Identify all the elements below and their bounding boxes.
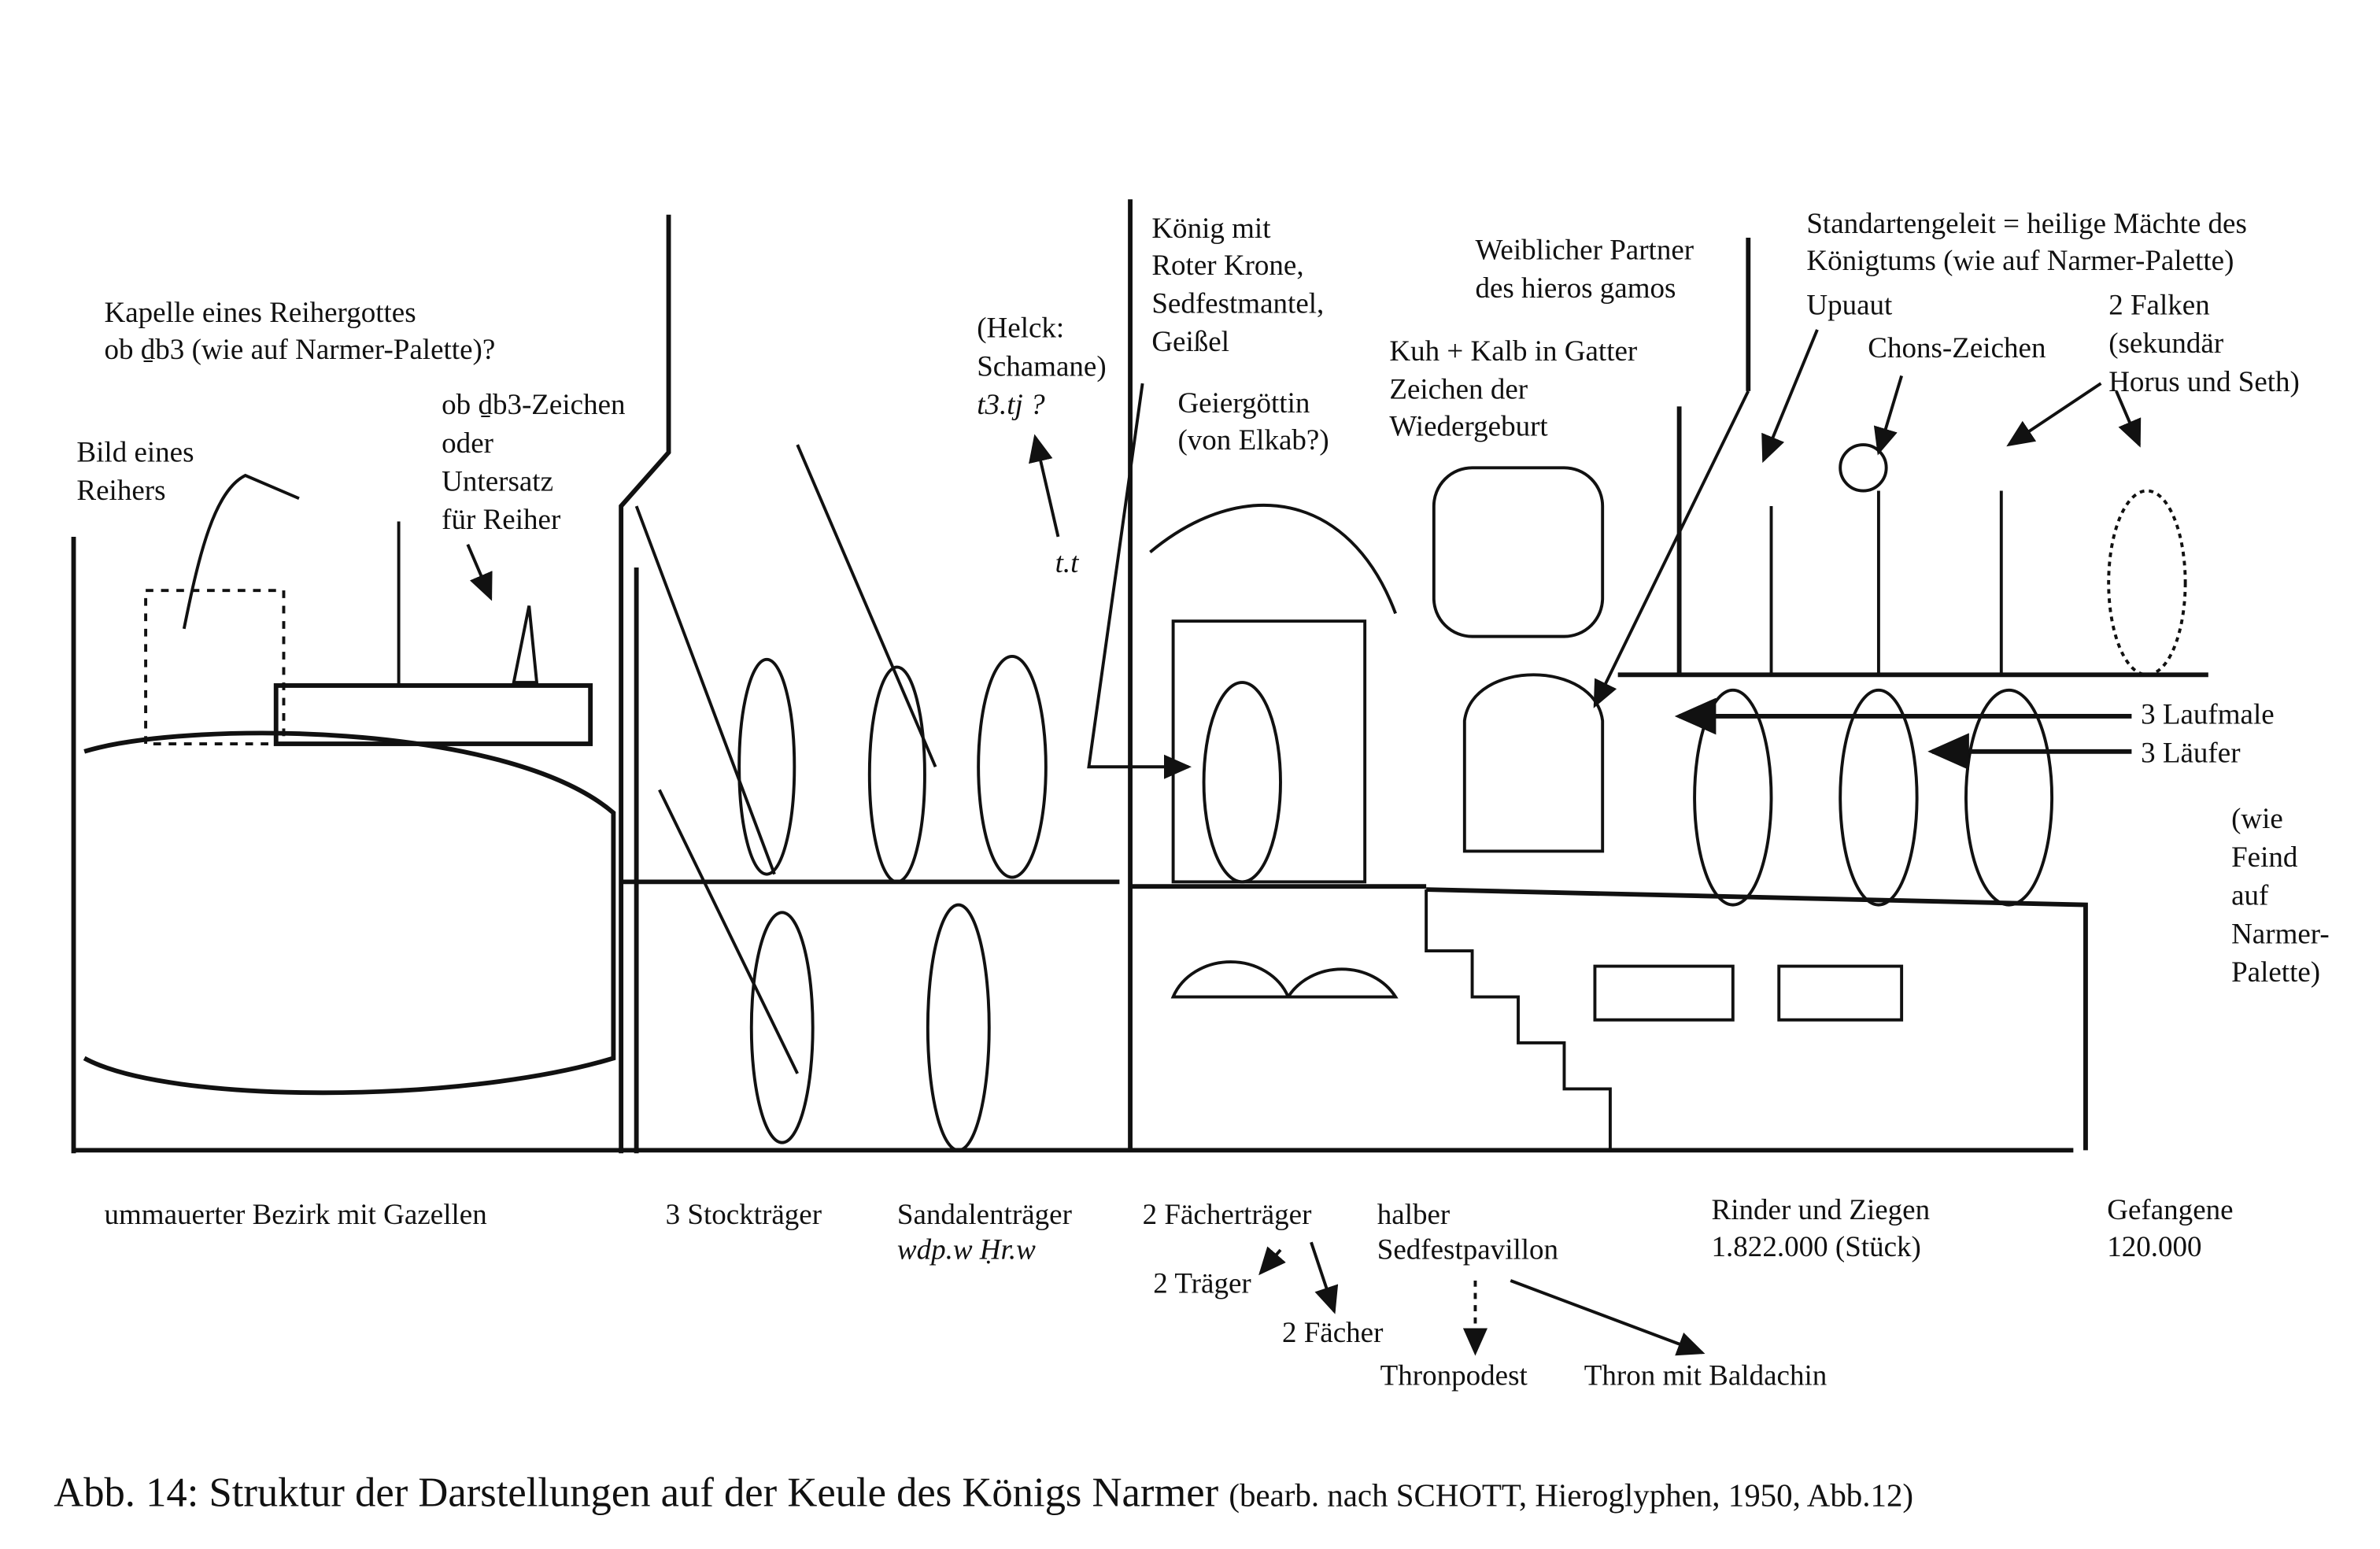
label-bezirk: ummauerter Bezirk mit Gazellen xyxy=(104,1199,487,1232)
label-feind: Palette) xyxy=(2231,956,2321,989)
label-faechertraeger: 2 Fächerträger xyxy=(1142,1199,1312,1232)
label-koenig: König mit xyxy=(1151,213,1271,246)
label-faecher: 2 Fächer xyxy=(1281,1317,1384,1350)
label-bild: Reihers xyxy=(76,475,166,508)
heron-icon xyxy=(182,473,300,630)
label-helck: t3.tj ? xyxy=(977,389,1045,422)
figures xyxy=(144,443,2187,1152)
label-gefangene: 120.000 xyxy=(2107,1231,2202,1264)
label-rinder: 1.822.000 (Stück) xyxy=(1711,1231,1921,1264)
caption-source: (bearb. nach SCHOTT, Hieroglyphen, 1950,… xyxy=(1229,1477,1914,1514)
label-helck: Schamane) xyxy=(977,351,1107,384)
frame-lines xyxy=(71,199,2208,1154)
label-kuh: Zeichen der xyxy=(1389,374,1528,407)
label-kuh: Kuh + Kalb in Gatter xyxy=(1389,335,1638,368)
label-koenig: Geißel xyxy=(1151,327,1230,359)
label-helck: (Helck: xyxy=(977,312,1065,346)
label-kuh: Wiedergeburt xyxy=(1389,411,1548,444)
label-feind: Narmer- xyxy=(2231,919,2330,952)
label-tt: t.t xyxy=(1055,547,1079,580)
label-feind: auf xyxy=(2231,880,2269,913)
label-falken: 2 Falken xyxy=(2108,290,2210,323)
label-standarten: Standartengeleit = heilige Mächte des xyxy=(1806,208,2247,241)
caption-main: Abb. 14: Struktur der Darstellungen auf … xyxy=(54,1469,1219,1516)
label-sandalentraeger: wdp.w Ḥr.w xyxy=(896,1234,1036,1267)
label-standarten: Königtums (wie auf Narmer-Palette) xyxy=(1806,245,2234,278)
label-zeichen: für Reiher xyxy=(442,505,561,537)
label-kapelle: ob ḏb3 (wie auf Narmer-Palette)? xyxy=(104,334,496,367)
label-geier: (von Elkab?) xyxy=(1177,424,1329,457)
label-weiblich: des hieros gamos xyxy=(1475,272,1676,305)
label-koenig: Sedfestmantel, xyxy=(1151,288,1325,321)
label-rinder: Rinder und Ziegen xyxy=(1711,1194,1931,1227)
label-falken: (sekundär xyxy=(2108,327,2224,360)
label-zeichen: oder xyxy=(442,427,493,460)
label-koenig: Roter Krone, xyxy=(1151,250,1304,283)
label-zeichen: Untersatz xyxy=(442,466,554,499)
label-chons: Chons-Zeichen xyxy=(1868,332,2046,365)
label-feind: (wie xyxy=(2231,804,2283,836)
label-kapelle: Kapelle eines Reihergottes xyxy=(104,298,416,330)
label-pavillon: Sedfestpavillon xyxy=(1377,1234,1559,1267)
label-traeger: 2 Träger xyxy=(1153,1268,1251,1301)
label-weiblich: Weiblicher Partner xyxy=(1475,235,1694,268)
label-zeichen: ob ḏb3-Zeichen xyxy=(442,389,626,422)
figure-caption: Abb. 14: Struktur der Darstellungen auf … xyxy=(54,1470,1913,1517)
label-laeufer: 3 Läufer xyxy=(2141,738,2241,771)
label-falken: Horus und Seth) xyxy=(2108,366,2300,399)
label-baldachin: Thron mit Baldachin xyxy=(1584,1360,1828,1393)
arrows xyxy=(466,329,2142,1356)
label-feind: Feind xyxy=(2231,841,2298,874)
label-upuaut: Upuaut xyxy=(1806,290,1893,323)
label-thronpodest: Thronpodest xyxy=(1380,1360,1528,1393)
label-laufmale: 3 Laufmale xyxy=(2141,699,2275,732)
label-bild: Bild eines xyxy=(76,437,194,470)
label-geier: Geiergöttin xyxy=(1177,387,1310,420)
label-pavillon: halber xyxy=(1377,1199,1451,1232)
label-stocktraeger: 3 Stockträger xyxy=(665,1199,822,1232)
label-gefangene: Gefangene xyxy=(2107,1194,2234,1227)
label-sandalentraeger: Sandalenträger xyxy=(896,1199,1072,1232)
